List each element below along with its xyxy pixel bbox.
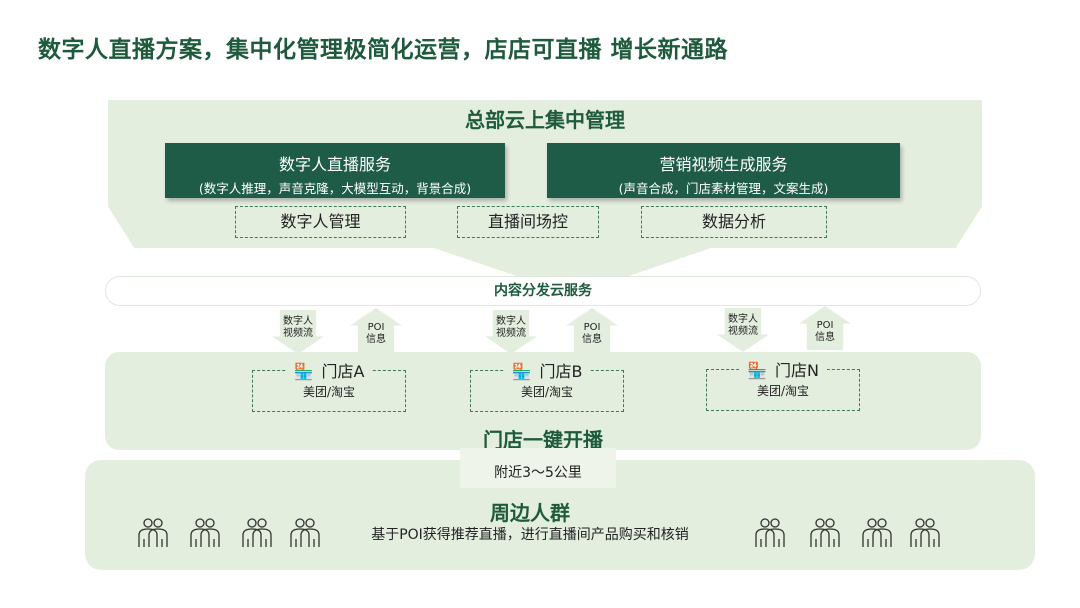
service-desc: (数字人推理，声音克隆，大模型互动，背景合成) [198,181,472,196]
store-name: 门店N [770,361,823,380]
store-name: 门店A [317,362,369,381]
people-icon [860,517,894,547]
hq-heading: 总部云上集中管理 [465,108,625,132]
storefront-icon: 🏪 [743,361,771,380]
people-icon [136,517,170,547]
crowd-heading: 周边人群 [490,501,570,525]
service-title: 营销视频生成服务 [659,155,788,174]
store-n: 🏪门店N 美团/淘宝 [706,361,860,411]
marketing-video-service: 营销视频生成服务 (声音合成，门店素材管理，文案生成) [547,143,900,198]
module-data-analysis: 数据分析 [641,206,827,238]
people-icon [188,517,222,547]
content-distribution-bar: 内容分发云服务 [105,276,981,306]
service-title: 数字人直播服务 [278,155,391,174]
people-icon [240,517,274,547]
arrow-label: POI [816,320,834,331]
store-platform: 美团/淘宝 [520,385,574,399]
video-stream-down-arrow: 数字人视频流 [485,310,537,354]
video-stream-down-arrow: 数字人视频流 [272,310,324,354]
arrow-label: 信息 [815,332,835,343]
people-icon [753,517,787,547]
module-digital-human-management: 数字人管理 [235,206,406,238]
arrow-label: 视频流 [728,326,758,337]
arrow-label: 信息 [582,334,602,345]
arrow-label: 数字人 [283,316,313,327]
arrow-label: 视频流 [283,328,313,339]
storefront-icon: 🏪 [507,362,536,381]
page-title: 数字人直播方案，集中化管理极简化运营，店店可直播 增长新通路 [38,37,729,63]
connector-tab [460,448,616,488]
digital-human-live-service: 数字人直播服务 (数字人推理，声音克隆，大模型互动，背景合成) [165,143,505,198]
arrow-label: POI [367,322,385,333]
store-b: 🏪门店B 美团/淘宝 [470,362,624,412]
radius-label: 附近3～5公里 [494,465,582,481]
store-a: 🏪门店A 美团/淘宝 [252,362,406,412]
arrow-label: POI [583,322,601,333]
people-icon [908,517,942,547]
service-desc: (声音合成，门店素材管理，文案生成) [618,181,829,196]
arrow-label: 视频流 [496,328,526,339]
store-platform: 美团/淘宝 [756,384,810,398]
video-stream-down-arrow: 数字人视频流 [717,308,769,352]
arrow-label: 信息 [366,334,386,345]
storefront-icon: 🏪 [289,362,318,381]
store-name: 门店B [535,362,587,381]
people-icon [288,517,322,547]
module-live-room-control: 直播间场控 [457,206,599,238]
people-icon [808,517,842,547]
arrow-label: 数字人 [728,314,758,325]
crowd-desc: 基于POI获得推荐直播，进行直播间产品购买和核销 [371,527,689,543]
store-platform: 美团/淘宝 [302,385,356,399]
arrow-label: 数字人 [496,316,526,327]
